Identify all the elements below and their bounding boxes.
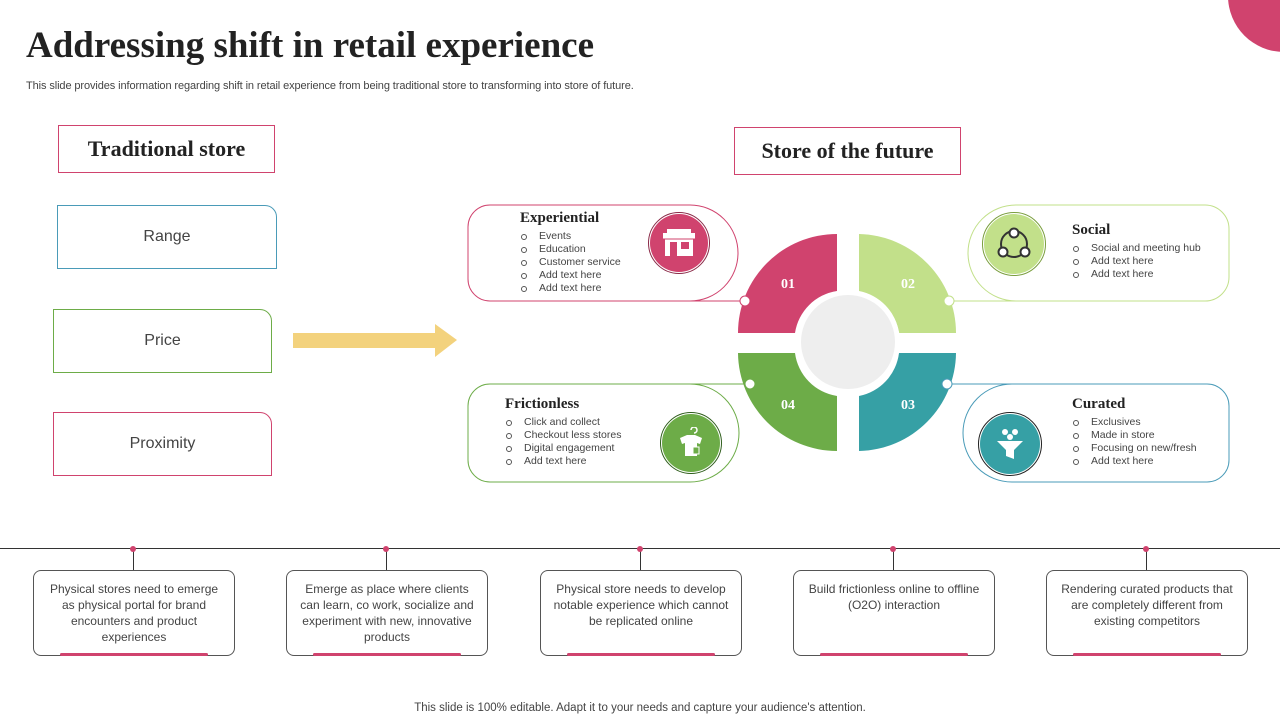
funnel-icon: [980, 414, 1040, 474]
traditional-item-range: Range: [57, 205, 277, 269]
social-icon-ring: [982, 212, 1046, 276]
timeline-stem: [386, 549, 387, 570]
corner-decoration: [1228, 0, 1280, 52]
timeline-box-3: Physical store needs to develop notable …: [540, 570, 742, 656]
timeline-accent: [60, 653, 208, 656]
list-item: Education: [520, 243, 621, 256]
list-item: Exclusives: [1072, 416, 1197, 429]
timeline-stem: [893, 549, 894, 570]
timeline-accent: [820, 653, 968, 656]
list-item: Click and collect: [505, 416, 621, 429]
list-item: Checkout less stores: [505, 429, 621, 442]
card-title-frictionless: Frictionless: [505, 396, 580, 412]
connector-dot-03: [941, 378, 953, 390]
list-item: Customer service: [520, 256, 621, 269]
list-item: Add text here: [1072, 255, 1201, 268]
segment-number-03: 03: [901, 398, 915, 413]
timeline-text-3: Physical store needs to develop notable …: [553, 582, 729, 628]
list-item: Focusing on new/fresh: [1072, 442, 1197, 455]
card-title-curated: Curated: [1072, 396, 1126, 412]
list-item: Digital engagement: [505, 442, 621, 455]
list-item: Add text here: [520, 269, 621, 282]
storefront-icon: [650, 214, 708, 272]
timeline-text-5: Rendering curated products that are comp…: [1061, 582, 1233, 628]
list-item: Add text here: [1072, 268, 1201, 281]
transition-arrow-icon: [293, 323, 459, 364]
traditional-store-heading: Traditional store: [58, 125, 275, 173]
curated-icon-ring: [978, 412, 1042, 476]
timeline-text-1: Physical stores need to emerge as physic…: [49, 582, 219, 644]
segment-01: [738, 234, 837, 333]
card-experiential: Experiential Events Education Customer s…: [520, 210, 621, 295]
traditional-item-proximity: Proximity: [53, 412, 272, 476]
timeline-stem: [133, 549, 134, 570]
connector-dot-01: [739, 295, 751, 307]
card-curated: Curated Exclusives Made in store Focusin…: [1072, 396, 1197, 468]
timeline-text-2: Emerge as place where clients can learn,…: [300, 582, 474, 644]
hub-ring: [796, 290, 900, 394]
segment-number-01: 01: [781, 277, 795, 292]
connector-dot-02: [943, 295, 955, 307]
experiential-icon-ring: [648, 212, 710, 274]
segment-02: [859, 234, 956, 333]
card-social: Social Social and meeting hub Add text h…: [1072, 222, 1201, 281]
list-item: Made in store: [1072, 429, 1197, 442]
timeline-accent: [1073, 653, 1221, 656]
segment-04: [738, 353, 837, 451]
card-frictionless: Frictionless Click and collect Checkout …: [505, 396, 621, 468]
hub-center: [801, 295, 895, 389]
timeline-dot: [1143, 546, 1149, 552]
timeline-box-1: Physical stores need to emerge as physic…: [33, 570, 235, 656]
card-title-social: Social: [1072, 222, 1111, 238]
timeline-text-4: Build frictionless online to offline (O2…: [808, 582, 980, 612]
network-people-icon: [984, 214, 1044, 274]
timeline-box-2: Emerge as place where clients can learn,…: [286, 570, 488, 656]
timeline-accent: [567, 653, 715, 656]
list-item: Events: [520, 230, 621, 243]
timeline-box-4: Build frictionless online to offline (O2…: [793, 570, 995, 656]
segment-03: [859, 353, 956, 451]
list-item: Add text here: [505, 455, 621, 468]
timeline-stem: [640, 549, 641, 570]
segment-number-04: 04: [781, 398, 795, 413]
timeline-stem: [1146, 549, 1147, 570]
timeline-dot: [383, 546, 389, 552]
store-of-future-heading: Store of the future: [734, 127, 961, 175]
list-item: Add text here: [1072, 455, 1197, 468]
timeline-box-5: Rendering curated products that are comp…: [1046, 570, 1248, 656]
frictionless-icon-ring: [660, 412, 722, 474]
list-item: Add text here: [520, 282, 621, 295]
card-title-experiential: Experiential: [520, 210, 600, 226]
page-title: Addressing shift in retail experience: [26, 25, 594, 66]
segment-number-02: 02: [901, 277, 915, 292]
shirt-tag-icon: [662, 414, 720, 472]
timeline-accent: [313, 653, 461, 656]
list-item: Social and meeting hub: [1072, 242, 1201, 255]
timeline-dot: [130, 546, 136, 552]
timeline-dot: [890, 546, 896, 552]
timeline-dot: [637, 546, 643, 552]
page-subtitle: This slide provides information regardin…: [26, 80, 634, 92]
footer-note: This slide is 100% editable. Adapt it to…: [414, 702, 866, 714]
connector-dot-04: [744, 378, 756, 390]
traditional-item-price: Price: [53, 309, 272, 373]
